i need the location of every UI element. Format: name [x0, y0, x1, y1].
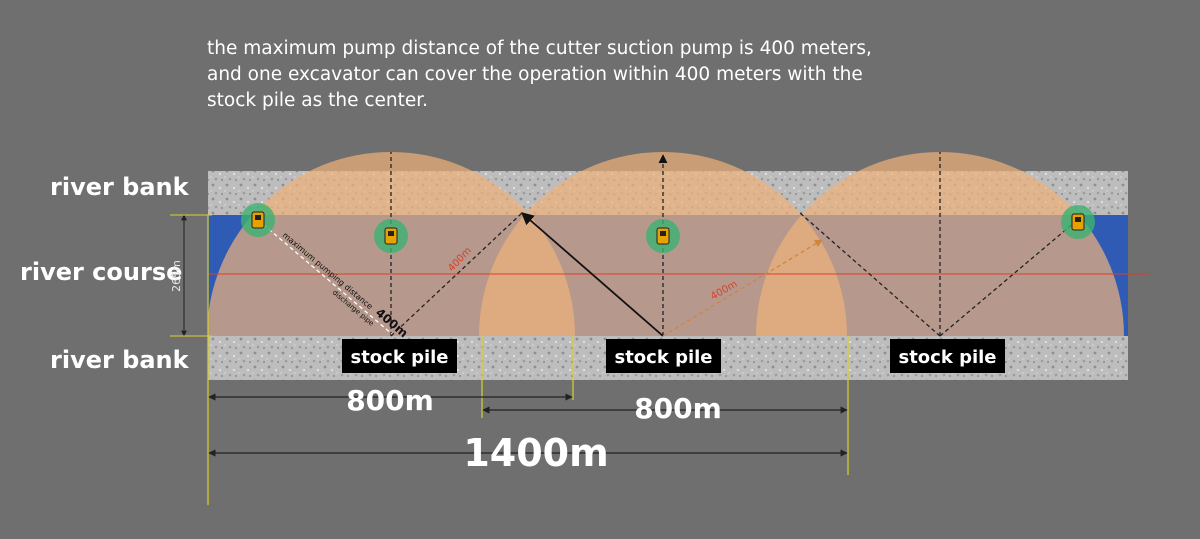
- discharge-pipe-line: [257, 219, 393, 335]
- diagonal-1a: [390, 212, 523, 337]
- diagonal-3b: [939, 221, 1076, 337]
- excavator-4: [1061, 205, 1095, 239]
- label-river-course: river course: [20, 258, 183, 286]
- excavator-2: [374, 219, 408, 253]
- coverage-areas: [208, 152, 1124, 336]
- caption-line-1: the maximum pump distance of the cutter …: [207, 38, 872, 59]
- diagonal-3a: [799, 212, 941, 337]
- caption-line-2: and one excavator can cover the operatio…: [207, 64, 863, 85]
- stock-pile-2: stock pile: [606, 339, 721, 373]
- stock-pile-3: stock pile: [890, 339, 1005, 373]
- label-river-bank-bottom: river bank: [50, 346, 189, 374]
- excavator-3: [646, 219, 680, 253]
- dimension-label-span2: 800m: [634, 392, 722, 425]
- caption: the maximum pump distance of the cutter …: [207, 36, 907, 114]
- diagonal-2b: [662, 239, 823, 337]
- stock-pile-1: stock pile: [342, 339, 457, 373]
- stock-pile-label: stock pile: [350, 347, 448, 368]
- stock-pile-label: stock pile: [614, 347, 712, 368]
- diagonal-2a: [521, 212, 664, 337]
- dimension-label-total: 1400m: [463, 431, 608, 475]
- label-river-bank-top: river bank: [50, 173, 189, 201]
- dimension-label-span1: 800m: [346, 384, 434, 417]
- caption-line-3: stock pile as the center.: [207, 90, 429, 111]
- stock-pile-label: stock pile: [898, 347, 996, 368]
- river-width-label: 265m: [170, 260, 183, 292]
- excavator-1: [241, 203, 275, 237]
